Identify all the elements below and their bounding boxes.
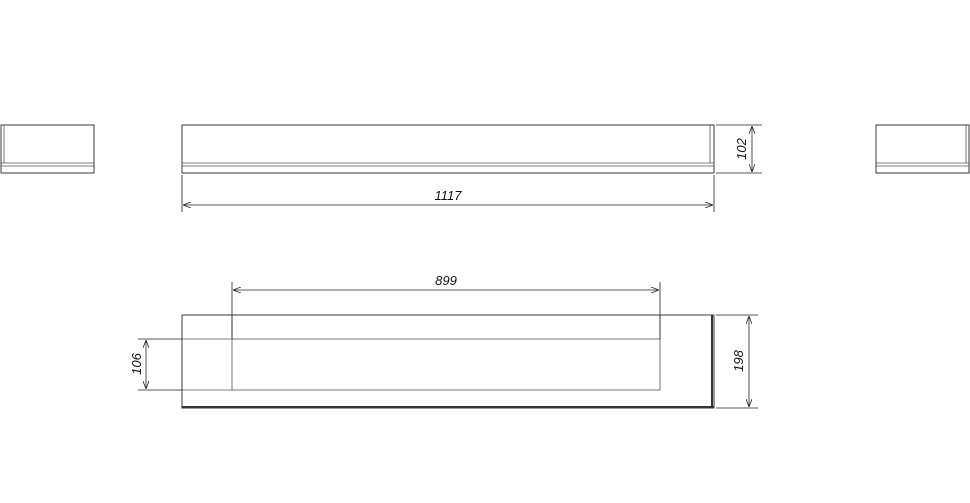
left-side-view <box>0 124 95 174</box>
dimension-front-height: 102 <box>716 124 762 174</box>
label-top-inner-length: 899 <box>435 273 457 288</box>
right-side-view <box>875 124 970 174</box>
label-front-length: 1117 <box>435 188 463 203</box>
dimension-top-depth: 198 <box>716 314 758 409</box>
dimension-top-inner-depth: 106 <box>129 338 182 391</box>
dimension-top-inner-length: 899 <box>231 273 661 339</box>
top-view <box>181 314 715 409</box>
label-top-inner-depth: 106 <box>129 352 144 374</box>
label-top-depth: 198 <box>731 349 746 371</box>
front-view <box>181 124 715 174</box>
dimension-front-length: 1117 <box>181 175 715 212</box>
label-front-height: 102 <box>734 137 749 159</box>
